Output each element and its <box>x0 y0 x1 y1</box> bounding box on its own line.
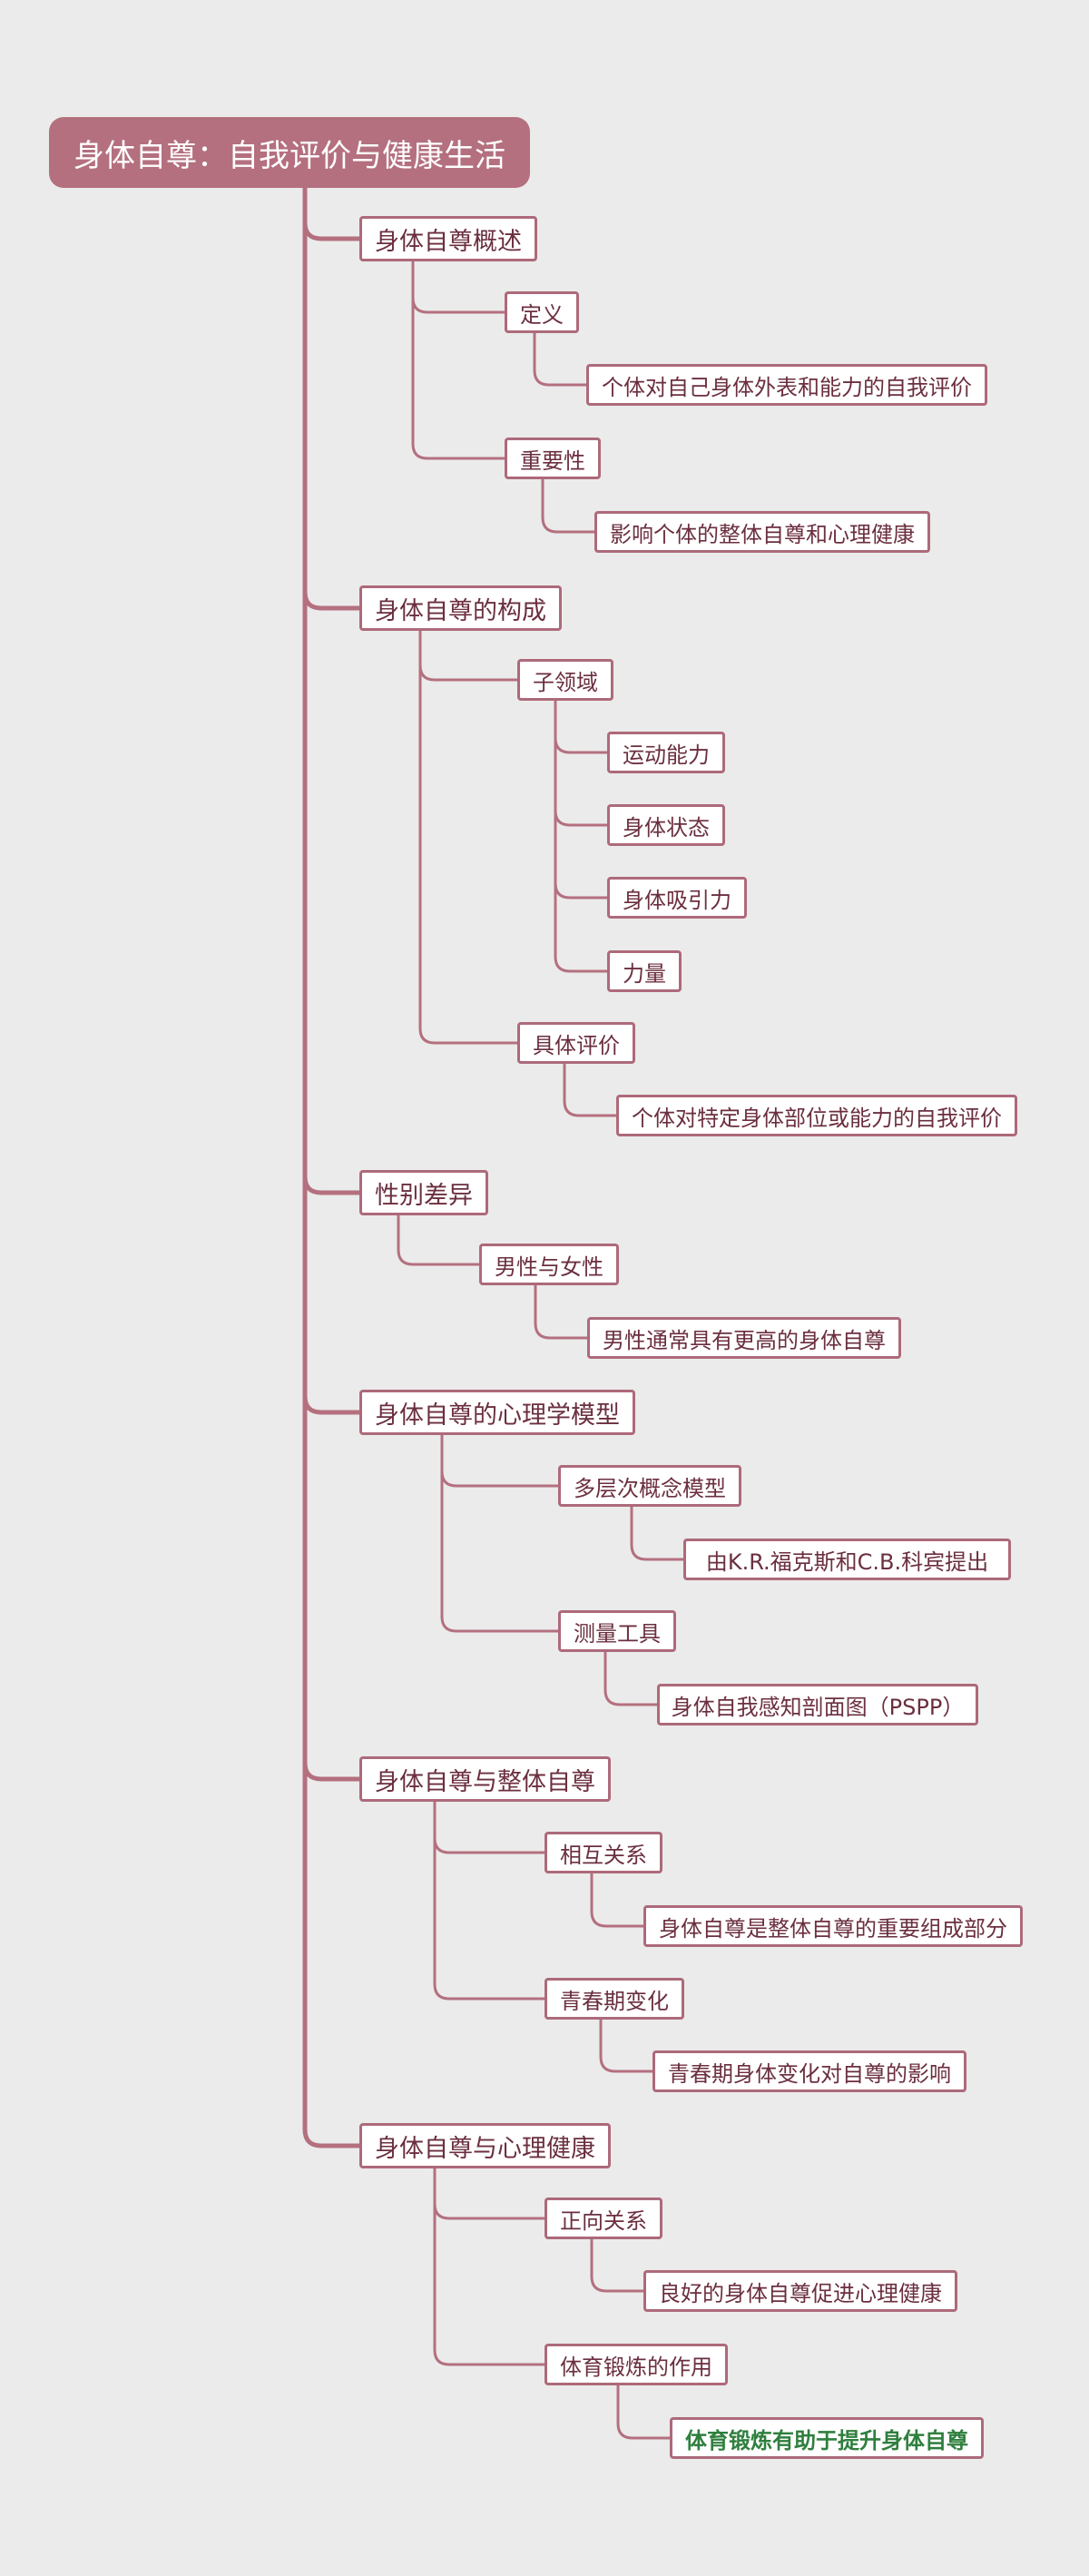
leaf-topic[interactable]: 由K.R.福克斯和C.B.科宾提出 <box>683 1539 1011 1580</box>
branch-connector <box>302 589 362 611</box>
subtopic[interactable]: 青春期变化 <box>544 1978 684 2020</box>
subtopic[interactable]: 多层次概念模型 <box>558 1465 741 1507</box>
leaf-topic[interactable]: 身体状态 <box>607 804 725 846</box>
branch-connector <box>302 220 362 241</box>
trunk-line <box>302 185 362 2148</box>
subtopic[interactable]: 子领域 <box>517 659 613 701</box>
leaf-connector <box>590 2237 645 2293</box>
subtopic[interactable]: 男性与女性 <box>479 1244 619 1285</box>
leaf-connector <box>554 699 609 973</box>
subtopic[interactable]: 相互关系 <box>544 1832 662 1873</box>
leaf-connector <box>533 331 588 387</box>
subtopic-connector <box>440 1433 560 1488</box>
branch-connector <box>302 1393 362 1415</box>
leaf-connector <box>603 1650 659 1706</box>
branch-topic[interactable]: 身体自尊与整体自尊 <box>359 1756 611 1802</box>
leaf-connector <box>590 1872 645 1928</box>
leaf-topic[interactable]: 影响个体的整体自尊和心理健康 <box>594 511 930 553</box>
leaf-topic[interactable]: 身体自尊是整体自尊的重要组成部分 <box>643 1905 1023 1947</box>
branch-topic[interactable]: 身体自尊的心理学模型 <box>359 1390 635 1435</box>
leaf-topic[interactable]: 良好的身体自尊促进心理健康 <box>643 2270 957 2312</box>
leaf-connector <box>630 1505 685 1561</box>
leaf-topic[interactable]: 个体对特定身体部位或能力的自我评价 <box>616 1095 1017 1136</box>
leaf-topic[interactable]: 力量 <box>607 950 682 992</box>
subtopic[interactable]: 重要性 <box>505 438 601 479</box>
subtopic-connector <box>411 260 506 460</box>
subtopic-connector <box>433 2167 546 2366</box>
leaf-connector <box>534 1283 589 1340</box>
branch-topic[interactable]: 身体自尊概述 <box>359 216 537 261</box>
subtopic[interactable]: 具体评价 <box>517 1022 635 1064</box>
branch-connector <box>302 1174 362 1195</box>
highlighted-leaf[interactable]: 体育锻炼有助于提升身体自尊 <box>670 2417 984 2459</box>
leaf-topic[interactable]: 身体吸引力 <box>607 877 747 919</box>
leaf-connector <box>599 2018 654 2073</box>
branch-topic[interactable]: 性别差异 <box>359 1170 488 1215</box>
leaf-connector <box>616 2384 672 2440</box>
subtopic[interactable]: 正向关系 <box>544 2197 662 2239</box>
leaf-topic[interactable]: 男性通常具有更高的身体自尊 <box>587 1317 901 1359</box>
subtopic[interactable]: 测量工具 <box>558 1610 676 1652</box>
leaf-connector <box>541 477 596 534</box>
leaf-topic[interactable]: 青春期身体变化对自尊的影响 <box>652 2050 966 2092</box>
branch-topic[interactable]: 身体自尊的构成 <box>359 585 562 631</box>
subtopic-connector <box>433 1800 546 1854</box>
subtopic[interactable]: 体育锻炼的作用 <box>544 2344 728 2385</box>
leaf-connector <box>563 1062 618 1117</box>
leaf-connector <box>554 699 609 827</box>
subtopic[interactable]: 定义 <box>505 291 579 333</box>
leaf-topic[interactable]: 身体自我感知剖面图（PSPP） <box>657 1684 978 1726</box>
subtopic-connector <box>418 629 519 682</box>
leaf-topic[interactable]: 个体对自己身体外表和能力的自我评价 <box>586 364 987 406</box>
subtopic-connector <box>433 1800 546 2001</box>
subtopic-connector <box>397 1214 481 1266</box>
branch-topic[interactable]: 身体自尊与心理健康 <box>359 2123 611 2168</box>
subtopic-connector <box>440 1433 560 1633</box>
subtopic-connector <box>418 629 519 1045</box>
subtopic-connector <box>411 260 506 314</box>
leaf-connector <box>554 699 609 754</box>
subtopic-connector <box>433 2167 546 2220</box>
root-topic[interactable]: 身体自尊：自我评价与健康生活 <box>49 117 530 188</box>
leaf-topic[interactable]: 运动能力 <box>607 732 725 773</box>
branch-connector <box>302 1760 362 1782</box>
leaf-connector <box>554 699 609 900</box>
